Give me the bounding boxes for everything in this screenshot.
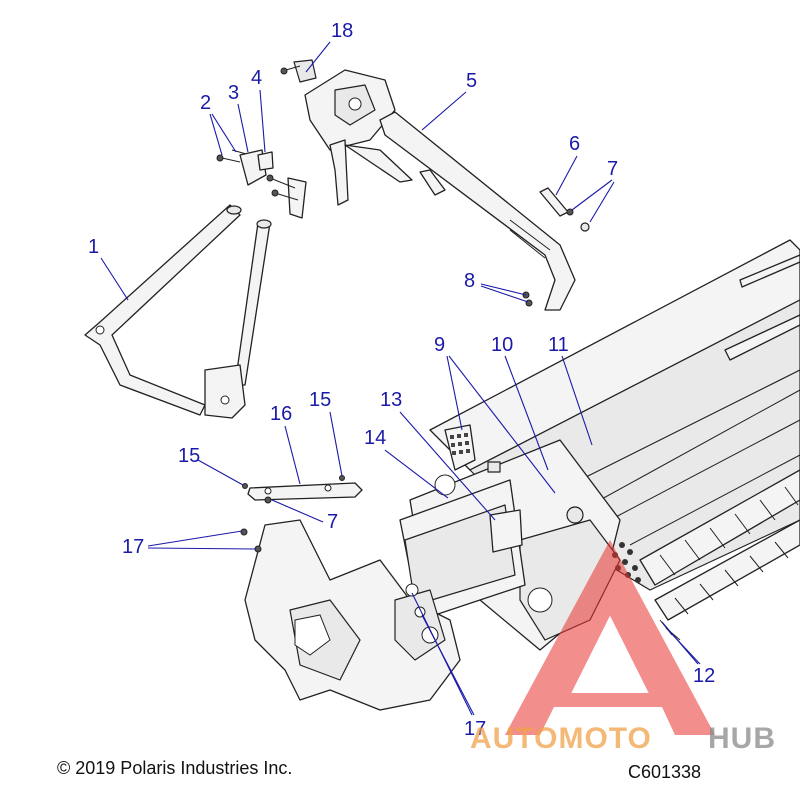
- part-6-link: [539, 187, 590, 232]
- callout-3: 3: [228, 82, 239, 104]
- watermark-text: AUTOMOTO HUB: [470, 722, 776, 755]
- callout-18: 18: [331, 20, 353, 42]
- callout-15b: 15: [178, 445, 200, 467]
- callout-10: 10: [491, 334, 513, 356]
- watermark-logo: [505, 540, 715, 735]
- callouts: 1 2 3 4 18 5 6 7 8 9 10 11 13 14 15 16 1: [88, 20, 715, 740]
- tunnel-assembly: [244, 239, 800, 711]
- callout-11: 11: [548, 334, 569, 356]
- callout-17b: 17: [464, 718, 486, 740]
- part-5-upper-steering-frame: [304, 69, 576, 311]
- part-1-front-frame-tubes: [84, 204, 272, 419]
- watermark-triangle: [505, 540, 715, 735]
- copyright-notice: © 2019 Polaris Industries Inc.: [57, 758, 293, 778]
- callout-6: 6: [569, 133, 580, 155]
- part-16-bar: [242, 475, 363, 504]
- callout-17a: 17: [122, 536, 144, 558]
- callout-14: 14: [364, 427, 386, 449]
- callout-15a: 15: [309, 389, 331, 411]
- part-18-fastener: [280, 59, 317, 83]
- callout-16: 16: [270, 403, 292, 425]
- parts-2-3-4-brackets: [216, 149, 307, 219]
- callout-1: 1: [88, 236, 99, 258]
- callout-5: 5: [466, 70, 477, 92]
- callout-4: 4: [251, 67, 262, 89]
- diagram-code: C601338: [628, 762, 702, 782]
- callout-12: 12: [693, 665, 715, 687]
- callout-7a: 7: [607, 158, 618, 180]
- watermark-word-a: AUTOMOTO: [470, 722, 652, 755]
- callout-8: 8: [464, 270, 475, 292]
- callout-9: 9: [434, 334, 445, 356]
- callout-7b: 7: [327, 511, 338, 533]
- callout-13: 13: [380, 389, 402, 411]
- callout-2: 2: [200, 92, 211, 114]
- watermark-word-b: HUB: [708, 722, 776, 755]
